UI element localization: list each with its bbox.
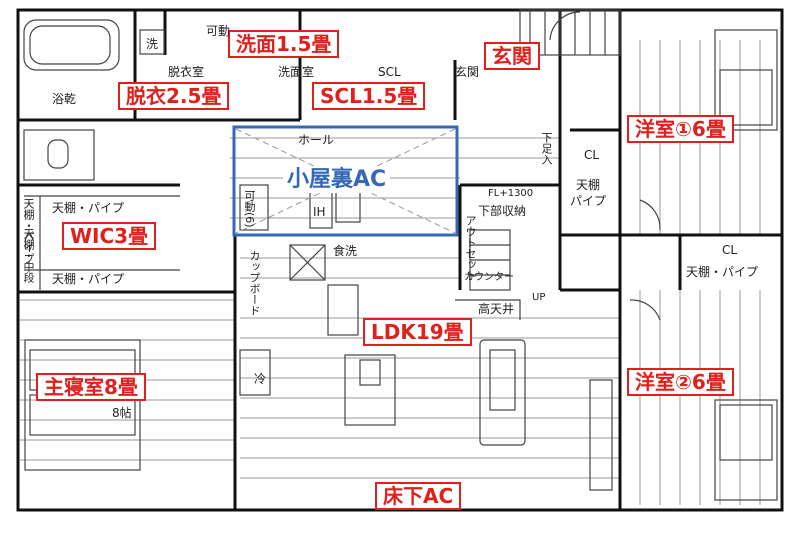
text-ih: IH [313,205,326,219]
text-cl1: CL [584,148,600,162]
text-cl2: CL [722,243,738,257]
label-scl: SCL1.5畳 [312,82,426,110]
fixtures [23,9,778,501]
text-yokkan: 浴乾 [52,92,77,106]
text-rei: 冷 [254,372,267,386]
text-datsuishitsu: 脱衣室 [168,65,205,79]
label-yukashita: 床下AC [375,482,462,510]
text-sen: 洗 [146,37,159,51]
text-kutsuire: 下足入 [540,132,553,165]
text-wic-vert1: 天棚・パイプ [22,198,35,264]
text-cupboard: カップボード [248,250,261,316]
text-wic-pipe1: 天棚・パイプ [52,201,125,215]
label-wic: WIC3畳 [62,222,157,250]
text-tenjo-pipe2: 天棚・パイプ [686,265,759,279]
text-fl1300: FL+1300 [488,188,534,199]
label-ldk: LDK19畳 [363,318,472,346]
text-kabu-shuno: 下部収納 [478,204,527,218]
text-senmenshitsu: 洗面室 [278,65,315,79]
text-scl-small: SCL [378,65,401,79]
text-shokusen: 食洗 [333,244,358,258]
text-kotenjo: 高天井 [478,302,515,316]
text-genkan-small: 玄関 [455,65,480,79]
text-counter: カウンター [464,272,514,283]
walls [16,8,784,512]
label-yoshitsu2: 洋室②6畳 [627,368,734,396]
text-kado: 可動 [206,24,231,38]
label-genkan: 玄関 [484,42,540,70]
text-hachijo: 8帖 [112,406,132,420]
label-datsui: 脱衣2.5畳 [118,82,230,110]
text-outlet: アウトセット [464,215,477,281]
text-wic-vert2: 天棚・中段 [22,228,35,283]
text-hall: ホール [298,133,335,147]
text-tenjo-pipe1b: パイプ [570,194,607,208]
text-up: UP [532,292,546,303]
text-tenjo-pipe1: 天棚 [576,178,601,192]
text-kado6: 可動(6) [243,190,256,228]
text-wic-pipe2: 天棚・パイプ [52,272,125,286]
label-yoshitsu1: 洋室①6畳 [627,115,734,143]
label-shushin: 主寝室8畳 [36,373,146,401]
label-koyaura: 小屋裏AC [283,167,391,193]
label-senmen: 洗面1.5畳 [228,30,340,58]
